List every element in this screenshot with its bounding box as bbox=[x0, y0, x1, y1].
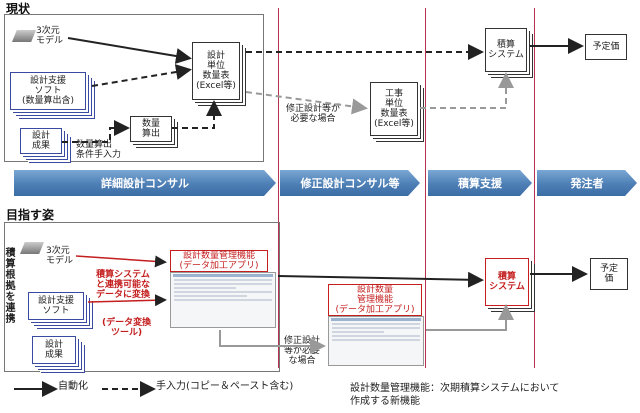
conversion-tool: (データ変換 ツール) bbox=[102, 318, 152, 338]
target-if-modified-label: 修正設計 等が必要 な場合 bbox=[284, 336, 321, 366]
arrow-construction-to-estimating bbox=[420, 72, 514, 109]
phase-divider-3 bbox=[534, 8, 535, 368]
phase-divider-1 bbox=[278, 8, 279, 368]
function-main-label: 設計数量管理機能 (データ加工アプリ) bbox=[170, 250, 268, 272]
legend-auto-label: 自動化 bbox=[58, 381, 88, 392]
arrow-function-to-second bbox=[219, 330, 326, 354]
phase-band-3: 積算支援 bbox=[428, 170, 532, 196]
target-frame bbox=[4, 222, 280, 372]
target-model-icon bbox=[20, 242, 44, 254]
current-frame bbox=[4, 14, 264, 162]
arrow-target-software bbox=[87, 294, 167, 307]
phase-band-1: 詳細設計コンサル bbox=[14, 170, 276, 196]
conversion-note: 積算システム と連携可能な データに変換 bbox=[96, 270, 151, 300]
function-second-screenshot bbox=[328, 316, 424, 366]
current-model-label: 3次元 モデル bbox=[36, 26, 64, 46]
current-if-modified-label: 修正設計等が 必要な場合 bbox=[286, 104, 341, 124]
arrow-results-to-calc bbox=[62, 120, 130, 143]
target-vertical-label: 積 算 根 拠 を 連 携 bbox=[5, 248, 16, 325]
current-estimating-system: 積算 システム bbox=[485, 28, 527, 72]
arrow-function-to-estimating bbox=[277, 271, 484, 288]
current-support-software: 設計支援 ソフト (数量算出含) bbox=[10, 72, 86, 110]
target-support-software: 設計支援 ソフト bbox=[28, 292, 84, 320]
model-icon bbox=[12, 30, 36, 42]
phase-divider-2 bbox=[425, 8, 426, 368]
function-second-label: 設計数量 管理機能 (データ加工アプリ) bbox=[328, 284, 422, 316]
arrow-target-model bbox=[75, 255, 167, 268]
current-planned-price: 予定価 bbox=[585, 34, 627, 60]
legend-note: 設計数量管理機能：次期積算システムにおいて 作成する新機能 bbox=[350, 383, 560, 407]
current-title: 現状 bbox=[6, 2, 31, 16]
phase-band-2: 修正設計コンサル等 bbox=[280, 170, 420, 196]
target-title: 目指す姿 bbox=[6, 208, 55, 222]
quantity-calc-condition-label: 数量算出 条件手入力 bbox=[76, 140, 122, 160]
target-design-results: 設計 成果 bbox=[32, 336, 76, 364]
design-unit-sheet: 設計 単位 数量表 (Excel等) bbox=[192, 42, 240, 100]
arrow-calc-to-sheet bbox=[172, 100, 222, 129]
arrow-software-to-sheet bbox=[91, 64, 192, 87]
legend-manual-label: 手入力(コピー＆ペースト含む) bbox=[156, 381, 294, 392]
arrow-second-to-estimating bbox=[426, 304, 514, 331]
target-model-label: 3次元 モデル bbox=[46, 246, 74, 266]
construction-unit-sheet: 工事 単位 数量表 (Excel等) bbox=[370, 82, 418, 136]
phase-band-4: 発注者 bbox=[537, 170, 637, 196]
current-design-results: 設計 成果 bbox=[20, 128, 62, 154]
target-planned-price: 予定 価 bbox=[590, 258, 628, 290]
function-main-screenshot bbox=[170, 272, 276, 328]
arrow-sheet-to-construction bbox=[245, 91, 368, 115]
quantity-calc-box: 数量 算出 bbox=[130, 116, 172, 142]
arrow-model-to-sheet bbox=[67, 37, 192, 64]
